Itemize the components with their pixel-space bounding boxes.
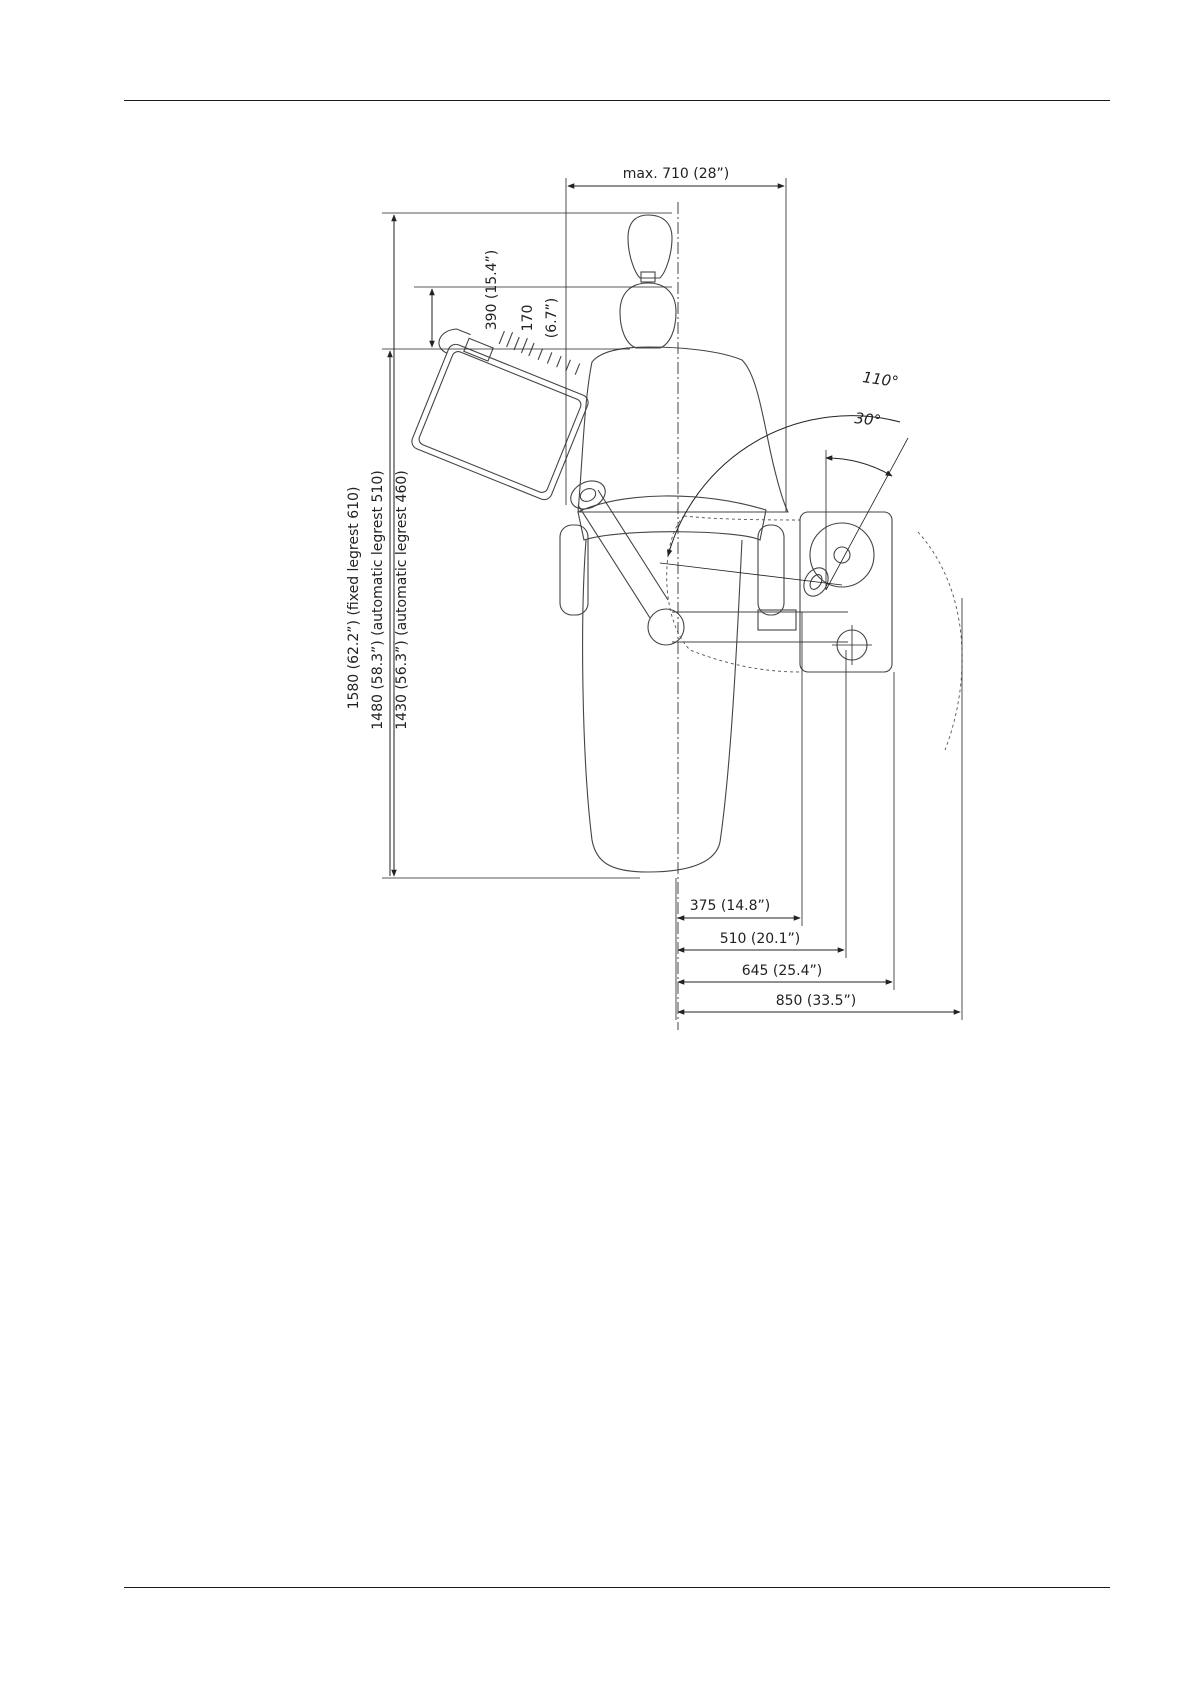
dimension-label-length-auto-460: 1430 (56.3”) (automatic legrest 460) — [394, 470, 410, 729]
arm-segment-lower — [672, 612, 848, 642]
swing-path-top — [684, 516, 800, 520]
instrument-tray — [409, 342, 590, 502]
armrest-right — [758, 525, 784, 615]
cuspidor-bowl — [810, 523, 874, 587]
legrest — [583, 540, 742, 872]
dimension-label-headrest-step: 170 — [520, 305, 536, 332]
dimension-label-headrest-step-inch: (6.7”) — [544, 298, 560, 338]
dimension-offsets: 375 (14.8”) 510 (20.1”) 645 (25.4”) 850 … — [676, 598, 962, 1020]
dimension-label-850: 850 (33.5”) — [776, 993, 857, 1009]
arm-segment-upper — [578, 490, 668, 618]
angle-label-110: 110° — [861, 368, 899, 391]
swing-angles: 110° 30° — [660, 368, 962, 750]
dimension-label-headrest-travel: 390 (15.4”) — [484, 250, 500, 331]
cuspidor-housing — [800, 512, 892, 672]
arm-joint-lower — [648, 609, 684, 645]
tray-display — [464, 338, 493, 361]
footer-rule — [124, 1587, 1110, 1588]
cuspidor-unit — [667, 512, 892, 672]
backrest — [578, 347, 788, 512]
headrest-lower — [620, 283, 676, 348]
dimension-label-length-auto-510: 1480 (58.3”) (automatic legrest 510) — [370, 470, 386, 729]
swing-path-outline — [667, 516, 800, 672]
swing-arc-small — [826, 458, 892, 476]
dimension-label-645: 645 (25.4”) — [742, 963, 823, 979]
dimension-width-max: max. 710 (28”) — [566, 166, 786, 512]
dimension-label-375: 375 (14.8”) — [690, 898, 771, 914]
dimension-label-510: 510 (20.1”) — [720, 931, 801, 947]
headrest-upper — [628, 215, 672, 278]
swing-clearance-arc — [918, 532, 962, 750]
delivery-unit — [398, 308, 872, 665]
headrest-joint — [641, 272, 655, 282]
dimension-label-width: max. 710 (28”) — [623, 166, 730, 182]
arm-joint-upper — [566, 476, 610, 515]
dimension-label-length-fixed: 1580 (62.2”) (fixed legrest 610) — [346, 487, 362, 710]
angle-label-30: 30° — [854, 409, 882, 430]
